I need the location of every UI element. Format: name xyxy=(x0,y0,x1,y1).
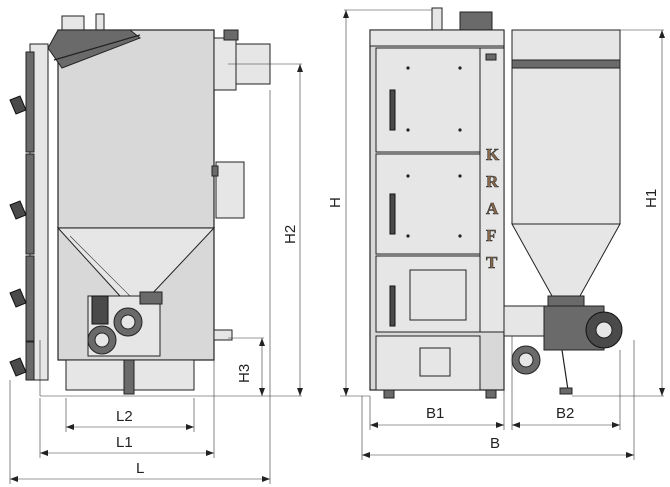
label-H: H xyxy=(327,197,344,208)
side-door-upper xyxy=(25,51,35,153)
label-L1: L1 xyxy=(116,434,133,451)
front-handle-1 xyxy=(389,89,396,131)
front-inspection-window xyxy=(409,269,467,321)
side-return-pipe xyxy=(213,329,233,341)
label-B2: B2 xyxy=(556,405,574,422)
label-B: B xyxy=(490,435,500,452)
side-view xyxy=(9,13,271,396)
label-H2: H2 xyxy=(282,225,299,244)
side-door-middle xyxy=(25,153,35,255)
label-B1: B1 xyxy=(426,405,444,422)
front-view: K R A F T xyxy=(369,7,623,399)
side-control-box xyxy=(215,161,245,219)
brand-letter-4: T xyxy=(486,253,498,272)
front-hopper-funnel xyxy=(511,223,621,297)
handle-1 xyxy=(9,95,27,115)
front-feeder-duct xyxy=(503,305,545,337)
front-ash-window xyxy=(419,347,451,377)
handle-3 xyxy=(9,288,27,308)
front-hopper-lid-bar xyxy=(511,59,621,69)
front-handle-2 xyxy=(389,193,396,235)
label-L: L xyxy=(136,460,144,477)
side-stand xyxy=(123,359,135,395)
brand-letter-3: F xyxy=(486,226,496,245)
label-H1: H1 xyxy=(643,189,660,208)
handle-2 xyxy=(9,200,27,220)
side-door-lower xyxy=(25,255,35,342)
front-stand xyxy=(561,349,569,391)
front-brand-strip xyxy=(479,47,505,333)
brand-letter-1: R xyxy=(486,172,499,191)
handle-4 xyxy=(9,357,27,377)
front-top-flue xyxy=(459,11,493,31)
side-top-hatch xyxy=(61,15,85,31)
side-top-pipe xyxy=(95,13,105,31)
side-lid xyxy=(47,29,141,69)
front-dimensions: H H1 B1 B2 B xyxy=(327,9,665,460)
front-hopper xyxy=(511,29,621,225)
label-L2: L2 xyxy=(116,408,133,425)
brand-letter-0: K xyxy=(486,145,500,164)
side-door-ash xyxy=(25,341,35,381)
front-handle-3 xyxy=(389,285,396,327)
front-top-pipe xyxy=(431,7,443,33)
brand-letter-2: A xyxy=(486,199,499,218)
side-dimensions: H2 H3 L2 L1 L xyxy=(9,63,303,484)
label-H3: H3 xyxy=(236,364,253,383)
